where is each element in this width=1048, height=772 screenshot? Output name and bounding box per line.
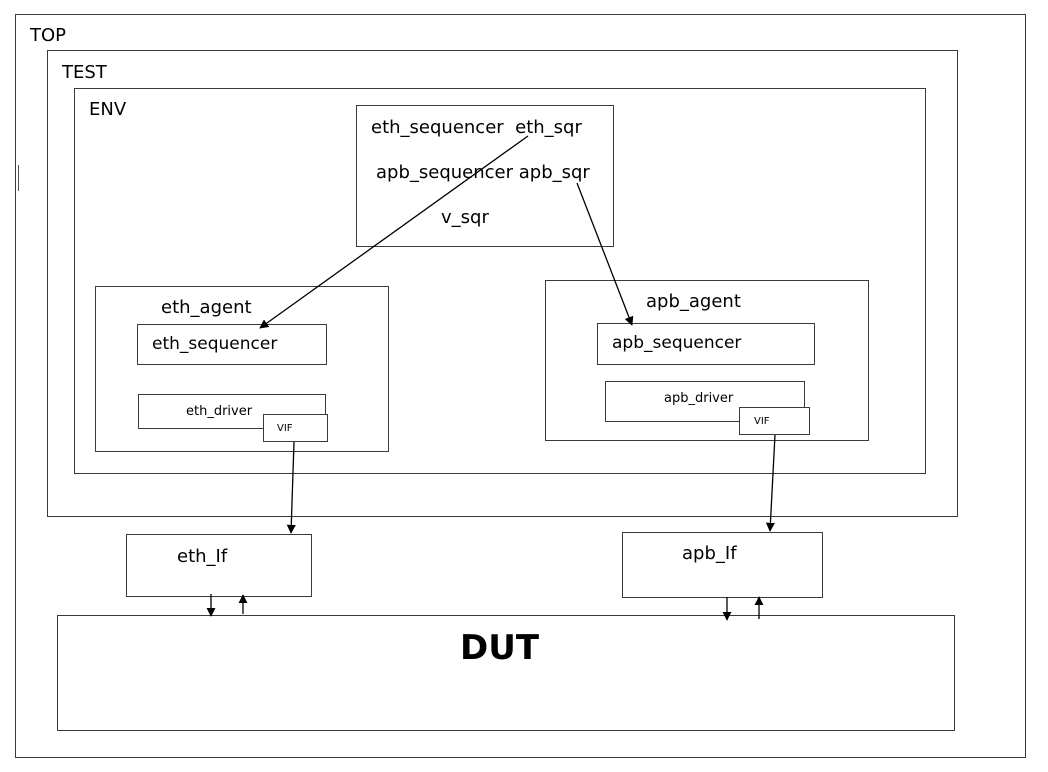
eth-sequencer-label: eth_sequencer [152, 334, 278, 354]
apb-interface-box [622, 532, 823, 598]
virtual-sequencer-name: v_sqr [441, 207, 489, 228]
eth-vif-box [263, 414, 328, 442]
left-edge-mark [18, 165, 19, 191]
eth-sequencer-box [137, 324, 327, 365]
apb-vif-label: VIF [754, 416, 770, 427]
eth-interface-label: eth_If [177, 546, 228, 567]
apb-vif-box [739, 407, 810, 435]
eth-vif-label: VIF [277, 423, 293, 434]
virtual-sequencer-eth-ref: eth_sequencer eth_sqr [371, 117, 582, 138]
dut-label: DUT [460, 628, 540, 668]
eth-driver-label: eth_driver [186, 404, 253, 419]
top-label: TOP [30, 25, 67, 46]
eth-interface-box [126, 534, 312, 597]
test-label: TEST [62, 62, 107, 83]
apb-sequencer-box [597, 323, 815, 365]
apb-driver-label: apb_driver [664, 391, 734, 406]
eth-agent-label: eth_agent [161, 297, 252, 318]
apb-interface-label: apb_If [682, 543, 737, 564]
apb-sequencer-label: apb_sequencer [612, 333, 742, 353]
virtual-sequencer-apb-ref: apb_sequencer apb_sqr [376, 162, 590, 183]
apb-agent-label: apb_agent [646, 291, 741, 312]
dut-box [57, 615, 955, 731]
env-label: ENV [89, 99, 127, 120]
